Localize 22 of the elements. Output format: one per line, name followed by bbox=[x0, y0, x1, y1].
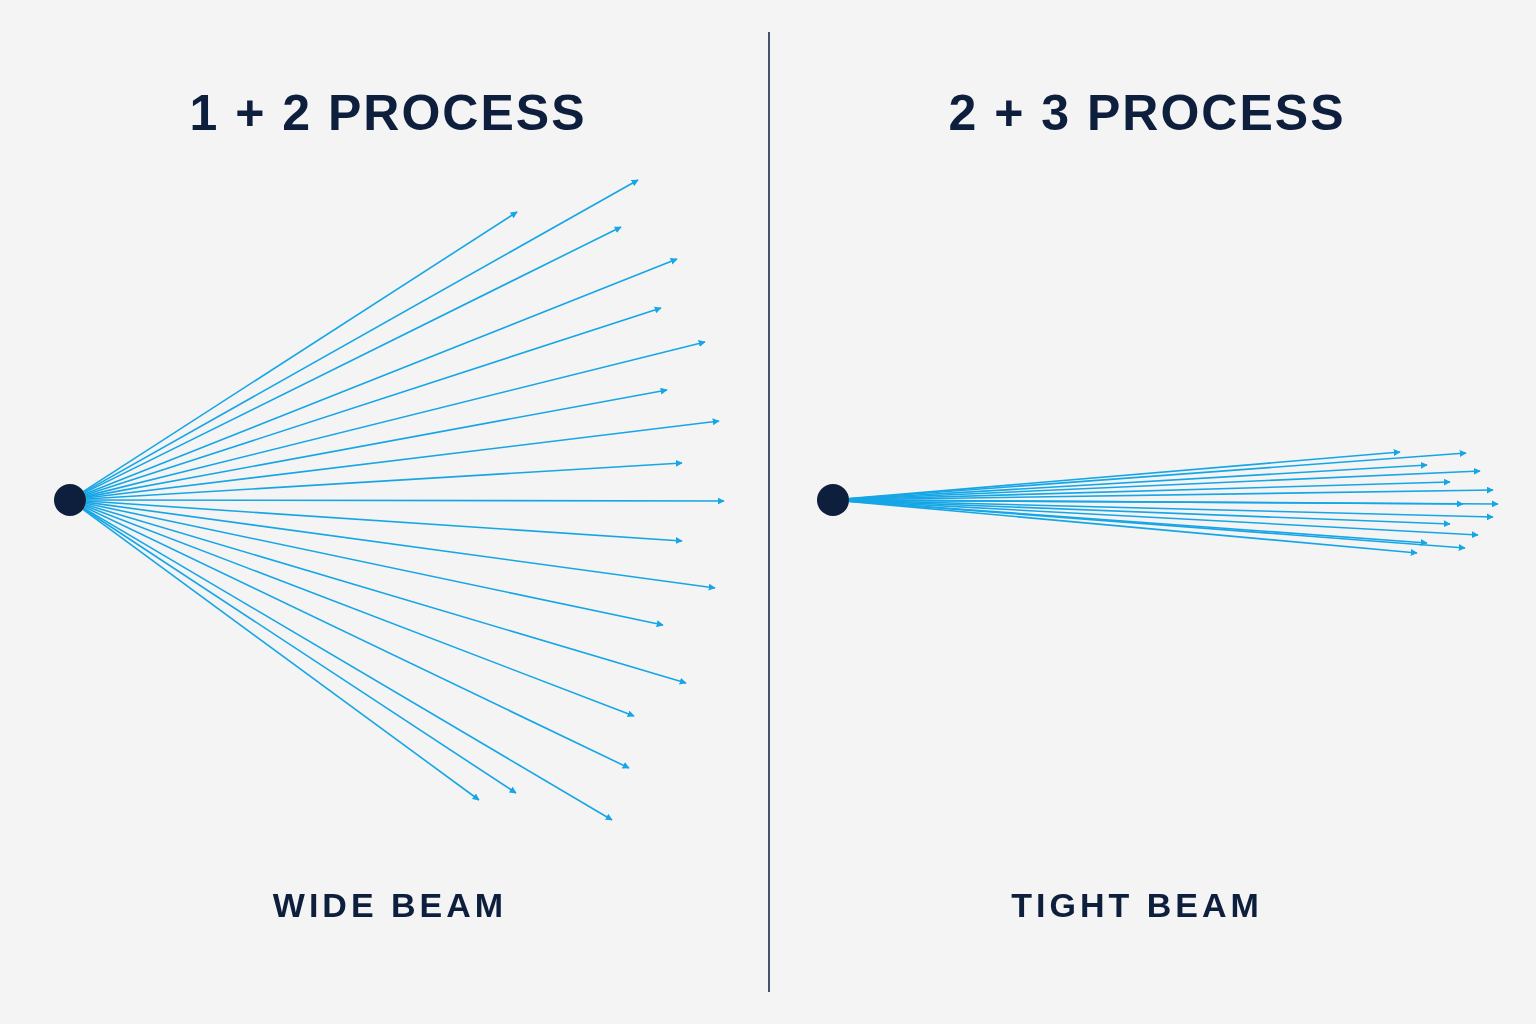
arrow bbox=[85, 459, 683, 500]
arrow bbox=[83, 179, 639, 493]
heading: 2 + 3 PROCESS bbox=[948, 84, 1346, 143]
arrow bbox=[84, 306, 662, 496]
arrow bbox=[848, 500, 1418, 556]
caption: TIGHT BEAM bbox=[1011, 885, 1263, 926]
arrow bbox=[83, 226, 622, 494]
arrow bbox=[84, 340, 706, 497]
arrow bbox=[84, 503, 687, 685]
arrow bbox=[84, 504, 635, 717]
arrow bbox=[83, 507, 613, 821]
arrow bbox=[85, 497, 725, 505]
arrow bbox=[84, 387, 668, 498]
arrow bbox=[85, 501, 716, 591]
arrow bbox=[85, 418, 720, 499]
heading: 1 + 2 PROCESS bbox=[189, 84, 587, 143]
caption: WIDE BEAM bbox=[272, 885, 508, 926]
arrow bbox=[83, 506, 630, 769]
arrow bbox=[84, 258, 678, 495]
arrow bbox=[84, 502, 664, 628]
arrow bbox=[85, 500, 683, 545]
arrow bbox=[82, 211, 518, 493]
